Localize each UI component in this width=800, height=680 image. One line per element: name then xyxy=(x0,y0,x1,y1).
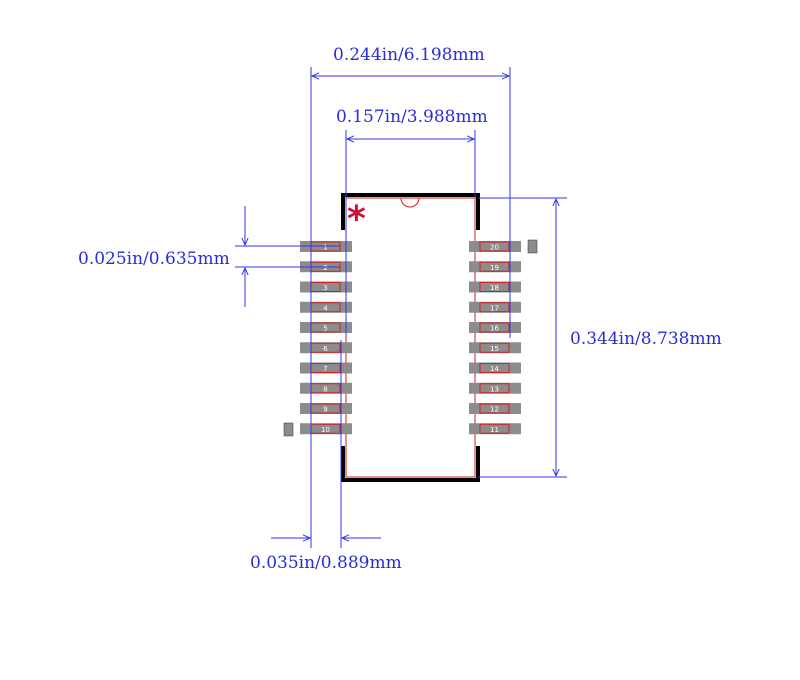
pad-inner-outline-19 xyxy=(479,261,510,272)
pad-4 xyxy=(300,301,352,313)
pin-number-7: 7 xyxy=(323,365,327,373)
pad-inner-outline-18 xyxy=(479,282,510,292)
pin-number-11: 11 xyxy=(490,426,499,434)
pin-number-8: 8 xyxy=(323,385,327,393)
pad-inner-outline-12 xyxy=(479,403,510,414)
pin-number-17: 17 xyxy=(490,304,499,312)
pad-3 xyxy=(300,281,352,293)
pad-inner-outline-11 xyxy=(479,423,510,434)
pad-20 xyxy=(469,241,521,252)
overall-height-label: 0.344in/8.738mm xyxy=(570,329,722,349)
pad-17 xyxy=(469,301,521,313)
pin-number-1: 1 xyxy=(323,244,327,252)
pin-number-15: 15 xyxy=(490,345,499,353)
pin1-marker: * xyxy=(347,199,366,240)
pin-number-6: 6 xyxy=(323,345,328,353)
pin-number-4: 4 xyxy=(323,304,328,312)
pin-number-16: 16 xyxy=(490,325,499,333)
pad-inner-outline-20 xyxy=(479,241,510,252)
pad-8 xyxy=(300,382,352,394)
pad-10 xyxy=(300,423,352,435)
pin-number-2: 2 xyxy=(323,264,327,272)
pad-14 xyxy=(469,362,521,374)
pin-number-20: 20 xyxy=(490,244,499,252)
pad-6 xyxy=(300,342,352,354)
pin-number-5: 5 xyxy=(323,325,327,333)
silkscreen-top xyxy=(341,193,480,230)
overall-width-label: 0.244in/6.198mm xyxy=(333,45,485,65)
pad-7 xyxy=(300,362,352,374)
pad-11 xyxy=(469,423,521,435)
pin-number-13: 13 xyxy=(490,385,499,393)
pad-5 xyxy=(300,322,352,333)
pad-inner-outline-16 xyxy=(479,322,510,333)
silkscreen-bottom xyxy=(341,446,480,482)
pad-width-label: 0.035in/0.889mm xyxy=(250,553,402,573)
pad-18 xyxy=(469,281,521,293)
pin-number-19: 19 xyxy=(490,264,499,272)
pin-number-14: 14 xyxy=(490,365,499,373)
pad-15 xyxy=(469,342,521,354)
pad-inner-outline-14 xyxy=(479,363,510,373)
pin-number-10: 10 xyxy=(321,426,330,434)
pad-inner-outline-17 xyxy=(479,302,510,313)
pin1-notch xyxy=(400,197,420,208)
pad-12 xyxy=(469,403,521,414)
pin-number-18: 18 xyxy=(490,284,499,292)
pad-16 xyxy=(469,322,521,333)
pad-19 xyxy=(469,261,521,273)
pad-inner-outline-15 xyxy=(479,342,510,353)
pitch-label: 0.025in/0.635mm xyxy=(78,249,230,269)
pin-number-9: 9 xyxy=(323,406,327,414)
pad-inner-outline-13 xyxy=(479,383,510,394)
pin-number-12: 12 xyxy=(490,406,499,414)
pin1-side-marker xyxy=(283,422,294,437)
pin20-side-marker xyxy=(527,239,538,254)
pin-number-3: 3 xyxy=(323,284,327,292)
body-width-label: 0.157in/3.988mm xyxy=(336,107,488,127)
pad-13 xyxy=(469,382,521,394)
pad-9 xyxy=(300,403,352,414)
